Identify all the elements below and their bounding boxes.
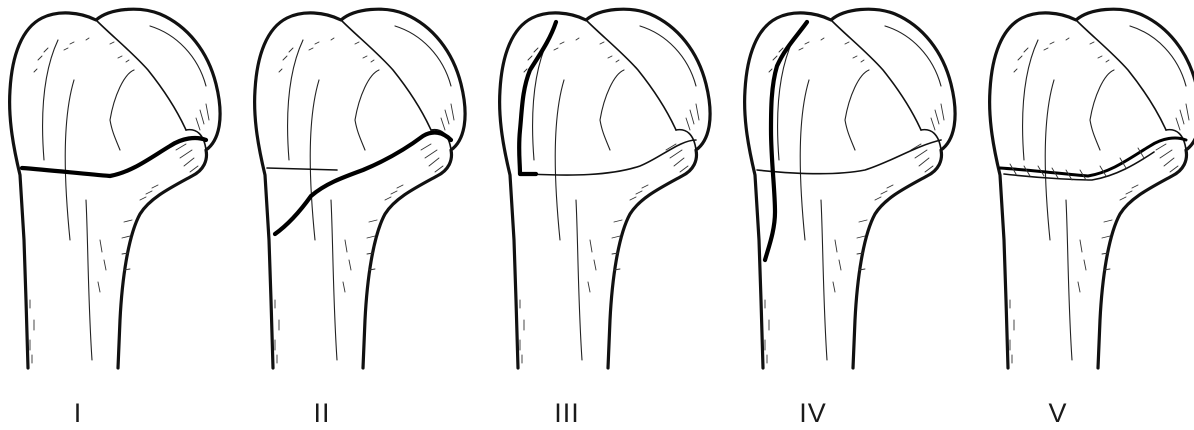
panel-label-iii: III: [527, 398, 607, 428]
panel-label-v: V: [1018, 398, 1098, 428]
panel-iv-bone: [745, 9, 955, 368]
panel-i-fracture-line: [22, 138, 206, 176]
panel-v-fracture-line: [1000, 138, 1186, 176]
panel-i-bone: [10, 9, 220, 368]
panel-v-bone: [990, 9, 1194, 368]
panel-iii-fracture-line: [519, 22, 556, 174]
panel-iii-bone: [500, 9, 710, 368]
panel-label-ii: II: [282, 398, 362, 428]
panel-label-i: I: [38, 398, 118, 428]
panel-label-iv: IV: [773, 398, 853, 428]
panel-ii-bone: [255, 9, 465, 368]
